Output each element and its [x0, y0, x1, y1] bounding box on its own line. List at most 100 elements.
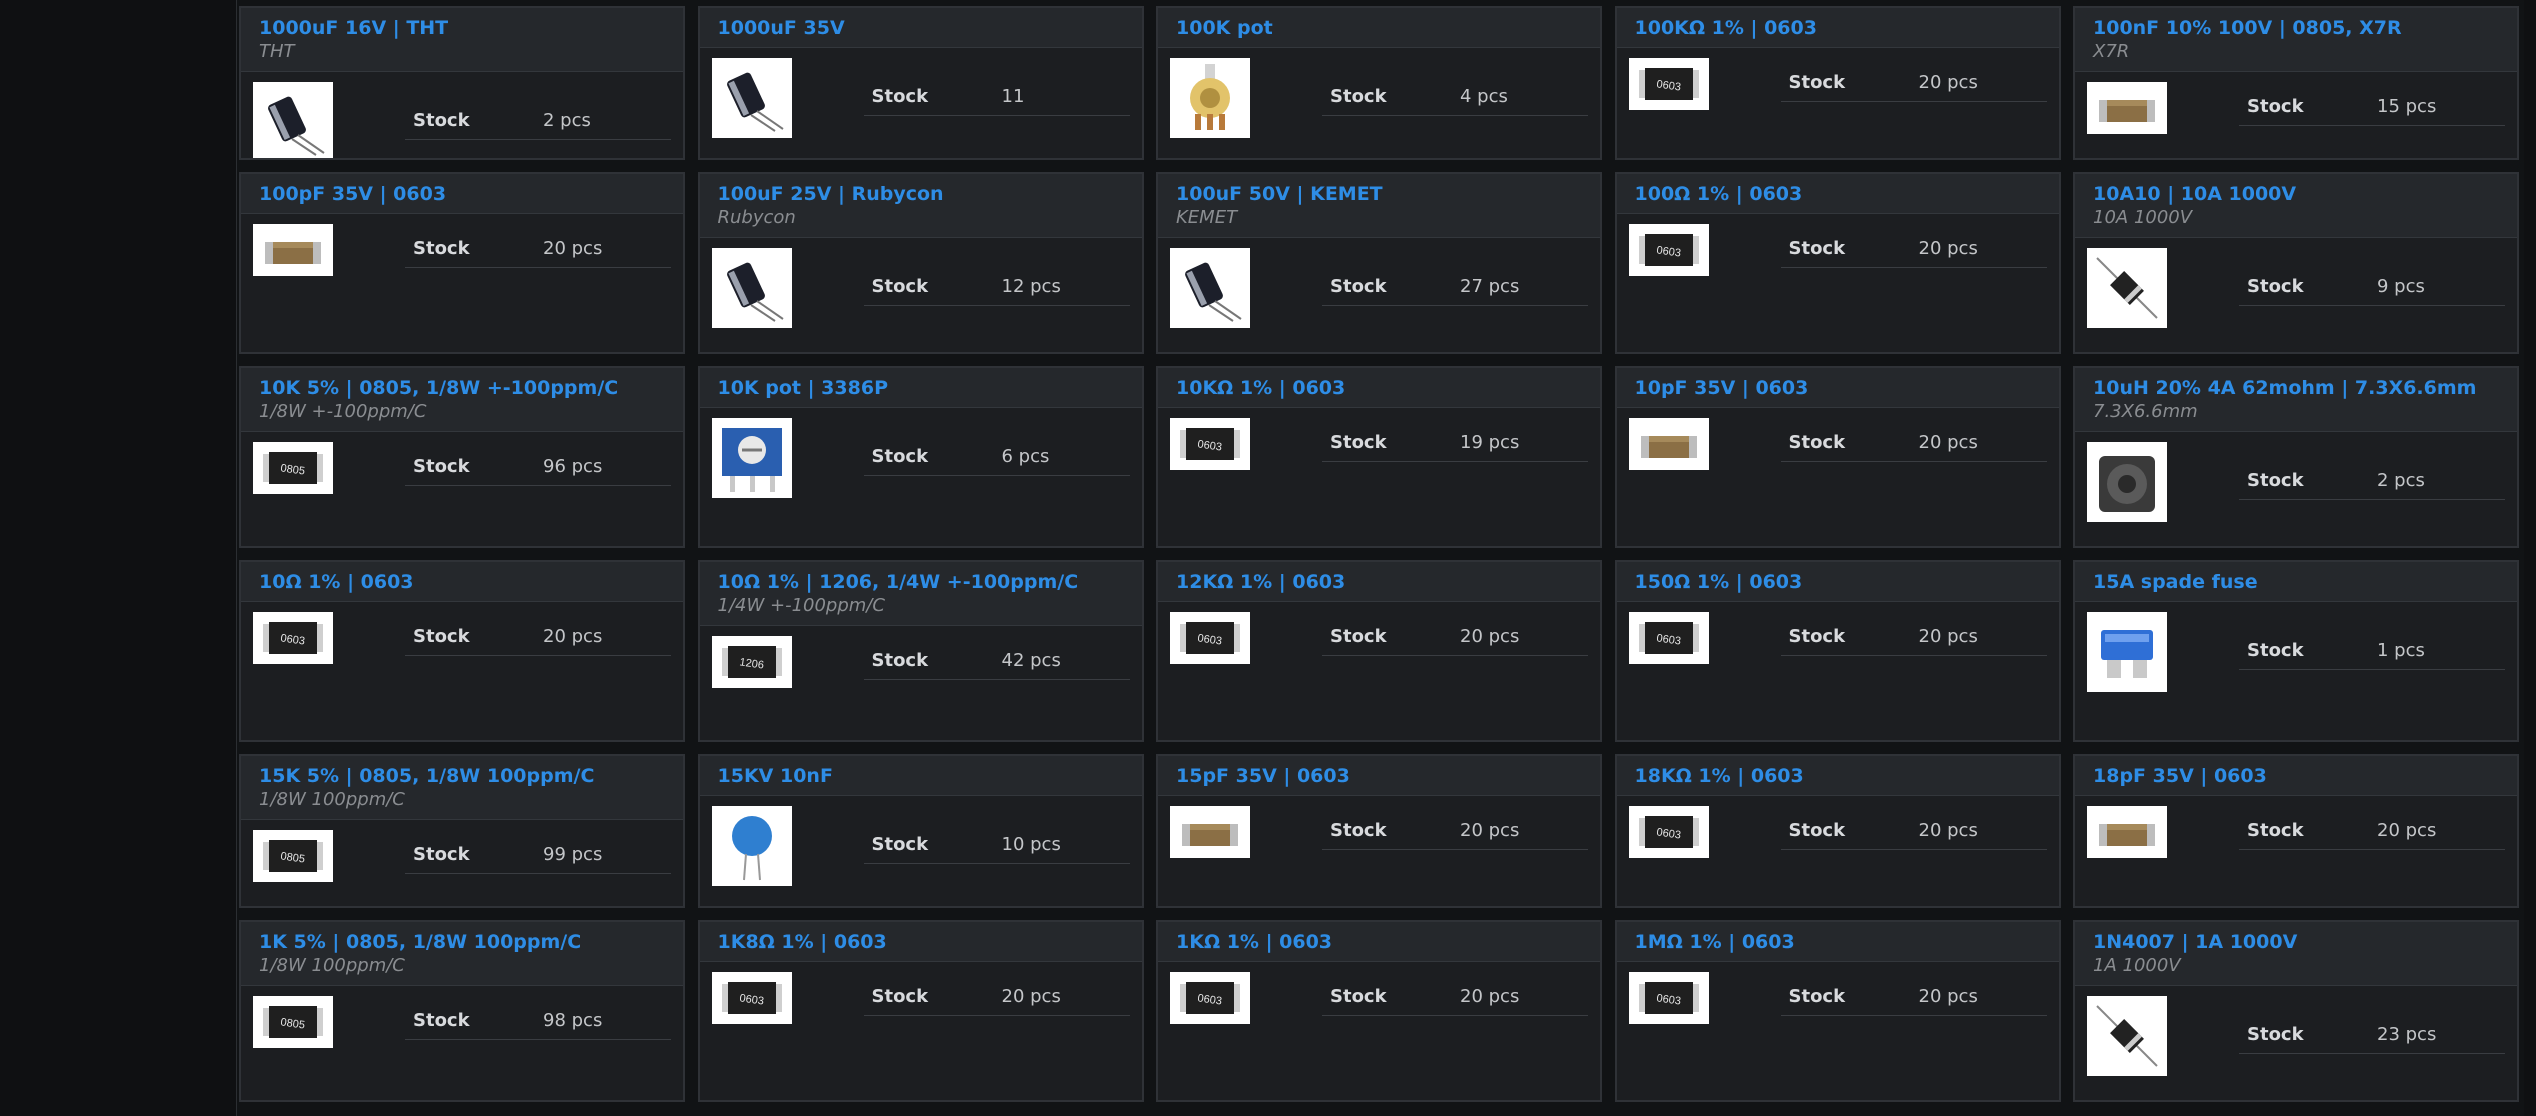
part-card[interactable]: 10pF 35V | 0603 Stock 20 pcs	[1614, 366, 2061, 548]
part-card[interactable]: 1000uF 35V Stock 11	[697, 6, 1144, 160]
part-card[interactable]: 10K 5% | 0805, 1/8W +-100ppm/C 1/8W +-10…	[239, 366, 685, 548]
part-thumbnail[interactable]: 0603	[253, 612, 333, 664]
part-card[interactable]: 18pF 35V | 0603 Stock 20 pcs	[2073, 754, 2519, 908]
part-card[interactable]: 100K pot Stock 4 pcs	[1156, 6, 1602, 160]
part-thumbnail[interactable]: 0805	[253, 830, 333, 882]
part-title-link[interactable]: 1000uF 35V	[717, 17, 845, 39]
part-title-link[interactable]: 1N4007 | 1A 1000V	[2093, 931, 2298, 953]
part-thumbnail[interactable]	[711, 418, 792, 498]
card-body: 0603 Stock 20 pcs	[241, 602, 683, 674]
part-card[interactable]: 15K 5% | 0805, 1/8W 100ppm/C 1/8W 100ppm…	[239, 754, 685, 908]
part-thumbnail[interactable]: 0603	[1628, 972, 1709, 1024]
part-title-link[interactable]: 1000uF 16V | THT	[259, 17, 449, 39]
part-card[interactable]: 100Ω 1% | 0603 0603 Stock 20 pcs	[1614, 172, 2061, 354]
part-title-link[interactable]: 15KV 10nF	[717, 765, 833, 787]
part-thumbnail[interactable]	[711, 248, 792, 328]
part-card[interactable]: 10Ω 1% | 1206, 1/4W +-100ppm/C 1/4W +-10…	[697, 560, 1144, 742]
part-card[interactable]: 1N4007 | 1A 1000V 1A 1000V Stock 23 pcs	[2073, 920, 2519, 1102]
part-subtitle: Rubycon	[717, 207, 796, 228]
part-card[interactable]: 10A10 | 10A 1000V 10A 1000V Stock 9 pcs	[2073, 172, 2519, 354]
part-title-link[interactable]: 1K 5% | 0805, 1/8W 100ppm/C	[259, 931, 582, 953]
part-thumbnail[interactable]	[711, 806, 792, 886]
part-title-link[interactable]: 15K 5% | 0805, 1/8W 100ppm/C	[259, 765, 595, 787]
part-title-link[interactable]: 10KΩ 1% | 0603	[1176, 377, 1346, 399]
part-card[interactable]: 1000uF 16V | THT THT Stock 2 pcs	[239, 6, 685, 160]
part-title-link[interactable]: 15pF 35V | 0603	[1176, 765, 1350, 787]
part-title-link[interactable]: 1KΩ 1% | 0603	[1176, 931, 1333, 953]
part-card[interactable]: 18KΩ 1% | 0603 0603 Stock 20 pcs	[1614, 754, 2061, 908]
part-thumbnail[interactable]: 0805	[253, 996, 333, 1048]
part-thumbnail[interactable]: 0603	[1628, 58, 1709, 110]
part-card[interactable]: 100uF 50V | KEMET KEMET Stock 27 pcs	[1156, 172, 1602, 354]
part-title-link[interactable]: 10Ω 1% | 0603	[259, 571, 414, 593]
part-card[interactable]: 15pF 35V | 0603 Stock 20 pcs	[1156, 754, 1602, 908]
part-card[interactable]: 15KV 10nF Stock 10 pcs	[697, 754, 1144, 908]
smd-resistor-icon: 0805	[261, 836, 325, 876]
part-title-link[interactable]: 10uH 20% 4A 62mohm | 7.3X6.6mm	[2093, 377, 2477, 399]
part-card[interactable]: 10KΩ 1% | 0603 0603 Stock 19 pcs	[1156, 366, 1602, 548]
part-thumbnail[interactable]	[2087, 996, 2167, 1076]
part-card[interactable]: 12KΩ 1% | 0603 0603 Stock 20 pcs	[1156, 560, 1602, 742]
part-title-link[interactable]: 10Ω 1% | 1206, 1/4W +-100ppm/C	[717, 571, 1079, 593]
part-thumbnail[interactable]	[1628, 418, 1709, 470]
part-thumbnail[interactable]	[2087, 612, 2167, 692]
part-title-link[interactable]: 10K pot | 3386P	[717, 377, 889, 399]
part-thumbnail[interactable]	[253, 224, 333, 276]
part-title-link[interactable]: 10pF 35V | 0603	[1634, 377, 1809, 399]
part-thumbnail[interactable]	[2087, 82, 2167, 134]
part-thumbnail[interactable]	[1170, 248, 1250, 328]
part-title-link[interactable]: 100Ω 1% | 0603	[1634, 183, 1803, 205]
card-header: 15A spade fuse	[2075, 562, 2517, 602]
part-card[interactable]: 1K 5% | 0805, 1/8W 100ppm/C 1/8W 100ppm/…	[239, 920, 685, 1102]
part-card[interactable]: 1K8Ω 1% | 0603 0603 Stock 20 pcs	[697, 920, 1144, 1102]
part-thumbnail[interactable]	[253, 82, 333, 158]
part-card[interactable]: 100uF 25V | Rubycon Rubycon Stock 12 pcs	[697, 172, 1144, 354]
part-title-link[interactable]: 15A spade fuse	[2093, 571, 2258, 593]
part-title-link[interactable]: 100uF 50V | KEMET	[1176, 183, 1383, 205]
part-card[interactable]: 150Ω 1% | 0603 0603 Stock 20 pcs	[1614, 560, 2061, 742]
part-thumbnail[interactable]	[1170, 806, 1250, 858]
part-thumbnail[interactable]: 0603	[1628, 612, 1709, 664]
part-thumbnail[interactable]: 0805	[253, 442, 333, 494]
part-thumbnail[interactable]	[2087, 806, 2167, 858]
part-card[interactable]: 10K pot | 3386P Stock 6 pcs	[697, 366, 1144, 548]
part-title-link[interactable]: 18pF 35V | 0603	[2093, 765, 2267, 787]
part-title-link[interactable]: 100uF 25V | Rubycon	[717, 183, 944, 205]
part-title-link[interactable]: 100K pot	[1176, 17, 1273, 39]
part-thumbnail[interactable]	[711, 58, 792, 138]
part-thumbnail[interactable]: 0603	[1170, 972, 1250, 1024]
part-title-link[interactable]: 1K8Ω 1% | 0603	[717, 931, 887, 953]
smd-capacitor-icon	[1639, 424, 1699, 464]
part-card[interactable]: 10uH 20% 4A 62mohm | 7.3X6.6mm 7.3X6.6mm…	[2073, 366, 2519, 548]
part-thumbnail[interactable]: 0603	[1628, 224, 1709, 276]
part-thumbnail[interactable]	[1170, 58, 1250, 138]
part-title-link[interactable]: 10A10 | 10A 1000V	[2093, 183, 2297, 205]
part-title-link[interactable]: 100pF 35V | 0603	[259, 183, 447, 205]
svg-text:0603: 0603	[1655, 826, 1681, 841]
part-title-link[interactable]: 100nF 10% 100V | 0805, X7R	[2093, 17, 2402, 39]
svg-text:0603: 0603	[738, 992, 764, 1007]
part-thumbnail[interactable]: 0603	[1170, 612, 1250, 664]
part-card[interactable]: 100nF 10% 100V | 0805, X7R X7R Stock 15 …	[2073, 6, 2519, 160]
part-card[interactable]: 10Ω 1% | 0603 0603 Stock 20 pcs	[239, 560, 685, 742]
part-title-link[interactable]: 12KΩ 1% | 0603	[1176, 571, 1346, 593]
part-thumbnail[interactable]: 0603	[1628, 806, 1709, 858]
part-card[interactable]: 1KΩ 1% | 0603 0603 Stock 20 pcs	[1156, 920, 1602, 1102]
scrollbar-track[interactable]	[2524, 0, 2536, 1116]
part-thumbnail[interactable]: 0603	[1170, 418, 1250, 470]
part-card[interactable]: 100KΩ 1% | 0603 0603 Stock 20 pcs	[1614, 6, 2061, 160]
part-thumbnail[interactable]	[2087, 442, 2167, 522]
part-title-link[interactable]: 1MΩ 1% | 0603	[1634, 931, 1795, 953]
part-thumbnail[interactable]	[2087, 248, 2167, 328]
part-title-link[interactable]: 100KΩ 1% | 0603	[1634, 17, 1817, 39]
part-card[interactable]: 100pF 35V | 0603 Stock 20 pcs	[239, 172, 685, 354]
part-thumbnail[interactable]: 1206	[711, 636, 792, 688]
part-title-link[interactable]: 150Ω 1% | 0603	[1634, 571, 1803, 593]
part-card[interactable]: 15A spade fuse Stock 1 pcs	[2073, 560, 2519, 742]
part-title-link[interactable]: 10K 5% | 0805, 1/8W +-100ppm/C	[259, 377, 619, 399]
part-card[interactable]: 1MΩ 1% | 0603 0603 Stock 20 pcs	[1614, 920, 2061, 1102]
part-thumbnail[interactable]: 0603	[711, 972, 792, 1024]
card-body: Stock 4 pcs	[1158, 48, 1600, 148]
card-header: 150Ω 1% | 0603	[1616, 562, 2059, 602]
part-title-link[interactable]: 18KΩ 1% | 0603	[1634, 765, 1804, 787]
